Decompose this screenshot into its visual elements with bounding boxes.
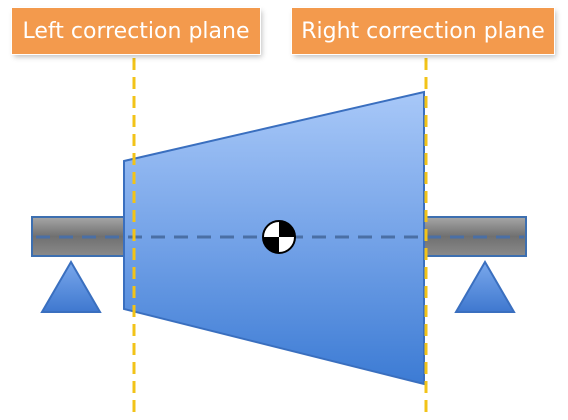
left-correction-plane-label: Left correction plane: [12, 8, 260, 54]
left-support-triangle-icon: [40, 260, 102, 313]
right-correction-plane-label: Right correction plane: [292, 8, 554, 54]
center-of-mass-icon: [262, 220, 296, 254]
right-support-triangle-icon: [454, 260, 516, 313]
